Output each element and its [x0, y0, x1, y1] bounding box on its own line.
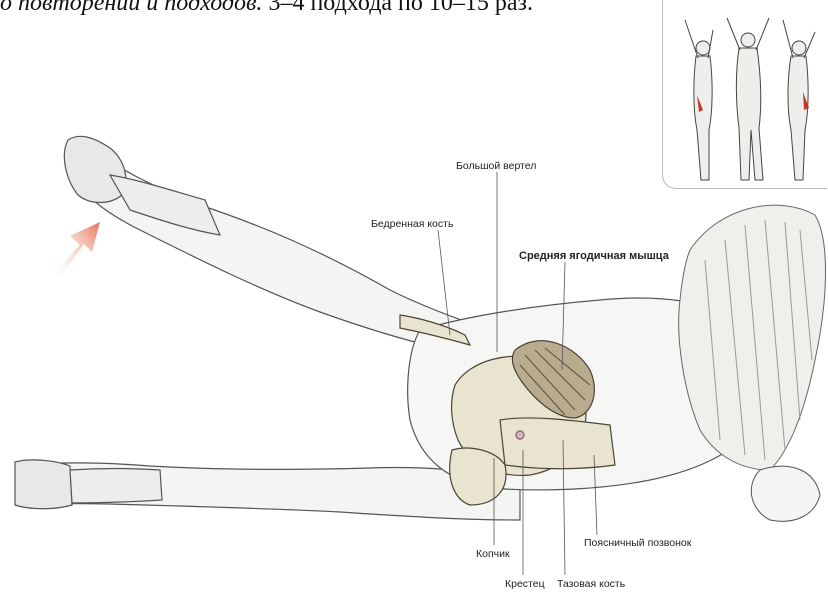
- label-krestets: Крестец: [505, 578, 545, 590]
- label-tazovaya-kost: Тазовая кость: [557, 578, 625, 590]
- muscle-figures-thumbnail: [662, 0, 827, 189]
- up-right-arrow-icon: [55, 222, 100, 278]
- label-bedrennaya-kost: Бедренная кость: [371, 218, 453, 230]
- three-figures-icon: [663, 0, 827, 188]
- hair: [679, 205, 826, 521]
- label-poyasnichny-pozvonok: Поясничный позвонок: [584, 537, 691, 549]
- label-bolshoy-vertel: Большой вертел: [456, 160, 536, 172]
- label-kopchik: Копчик: [476, 548, 510, 560]
- label-srednyaya-yagodichnaya: Средняя ягодичная мышца: [519, 250, 669, 262]
